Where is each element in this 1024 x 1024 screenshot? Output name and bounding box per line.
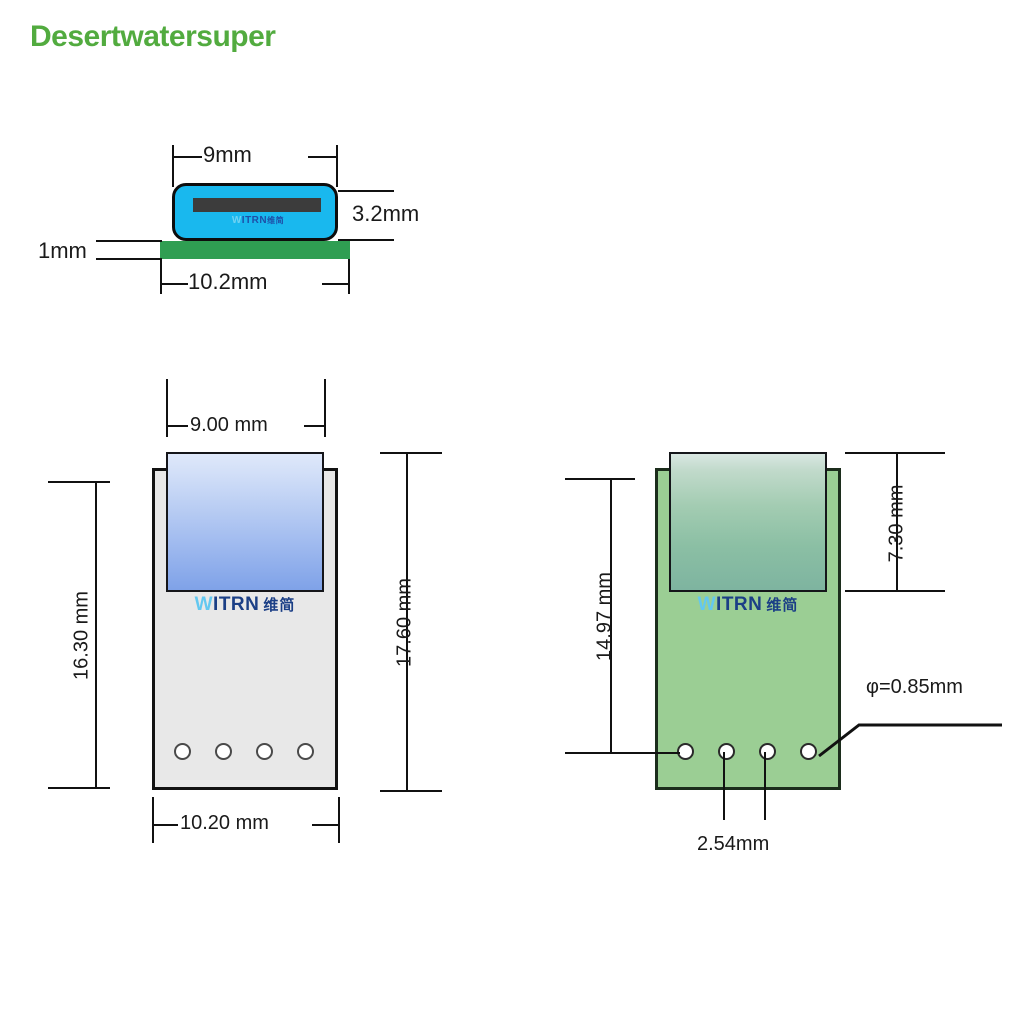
green-dim-2p54mm: 2.54mm: [697, 833, 770, 855]
hole-diameter-leader-line: [818, 723, 1002, 758]
blue-dim-17p6mm: 17.60 mm: [393, 578, 416, 667]
pad-hole-2: [718, 743, 735, 760]
side-usb-slot: [193, 198, 321, 212]
pad-hole-2: [215, 743, 232, 760]
green-7p3mm-dimline: [896, 452, 898, 590]
logo-cn-glyph: 维简: [267, 216, 285, 225]
blue-9mm-arrow-right: [304, 425, 326, 427]
blue-display-screen: [166, 452, 324, 592]
blue-dim-9mm: 9.00 mm: [190, 414, 268, 436]
side-10p2mm-arrow-right: [322, 283, 350, 285]
blue-9mm-ext-left: [166, 379, 168, 437]
logo-itrn-glyph: ITRN: [241, 215, 268, 226]
blue-9mm-ext-right: [324, 379, 326, 437]
green-dim-7p3mm: 7.30 mm: [885, 484, 908, 563]
logo-w-glyph: W: [697, 594, 717, 615]
blue-17p6mm-dimline: [406, 452, 408, 790]
side-dim-10p2mm: 10.2mm: [188, 269, 268, 294]
side-3p2mm-ext-bottom: [338, 239, 394, 241]
blue-17p6mm-ext-top: [380, 452, 442, 454]
side-1mm-ext-top: [96, 240, 162, 242]
pad-hole-3: [759, 743, 776, 760]
pad-hole-4: [800, 743, 817, 760]
side-10p2mm-arrow-left: [160, 283, 188, 285]
blue-17p6mm-ext-bottom: [380, 790, 442, 792]
blue-10p2mm-arrow-right: [312, 824, 338, 826]
side-profile-view: 9mm WITRN维简 3.2mm 1mm 10.2mm: [0, 0, 480, 330]
side-1mm-ext-bottom: [96, 258, 162, 260]
green-7p3mm-ext-bottom: [845, 590, 945, 592]
side-dim-9mm: 9mm: [203, 142, 252, 167]
green-dim-14p97mm: 14.97 mm: [593, 572, 616, 661]
side-10p2mm-ext-left: [160, 259, 162, 294]
blue-16p3mm-ext-bottom: [48, 787, 110, 789]
side-9mm-arrow-left: [172, 156, 202, 158]
logo-itrn-glyph: ITRN: [213, 594, 260, 615]
logo-w-glyph: W: [231, 215, 242, 226]
side-brand-logo: WITRN维简: [205, 216, 311, 226]
green-dim-hole-diameter: φ=0.85mm: [866, 676, 963, 698]
side-dim-3p2mm: 3.2mm: [352, 201, 420, 226]
pad-hole-4: [297, 743, 314, 760]
green-2p54mm-leader-left: [723, 752, 725, 820]
side-10p2mm-ext-right: [348, 259, 350, 294]
side-dim-1mm: 1mm: [38, 238, 87, 263]
watermark-text: Desertwatersuper: [30, 20, 276, 53]
green-2p54mm-leader-right: [764, 752, 766, 820]
side-pcb-base: [160, 241, 350, 259]
blue-dim-16p3mm: 16.30 mm: [70, 591, 93, 680]
logo-cn-glyph: 维简: [766, 596, 799, 614]
side-3p2mm-ext-top: [338, 190, 394, 192]
blue-10p2mm-arrow-left: [152, 824, 178, 826]
green-14p97mm-ext-top: [565, 478, 635, 480]
logo-cn-glyph: 维简: [263, 596, 296, 614]
logo-itrn-glyph: ITRN: [716, 594, 763, 615]
green-display-screen: [669, 452, 827, 592]
pad-hole-3: [256, 743, 273, 760]
blue-16p3mm-ext-top: [48, 481, 110, 483]
pad-hole-1: [174, 743, 191, 760]
logo-w-glyph: W: [194, 594, 214, 615]
side-device-body: WITRN维简: [172, 183, 338, 241]
pad-hole-1: [677, 743, 694, 760]
green-14p97mm-ext-bottom: [565, 752, 680, 754]
blue-16p3mm-dimline: [95, 481, 97, 787]
blue-10p2mm-ext-right: [338, 797, 340, 843]
blue-dim-10p2mm: 10.20 mm: [180, 812, 269, 834]
green-14p97mm-dimline: [610, 478, 612, 752]
green-7p3mm-ext-top: [845, 452, 945, 454]
side-9mm-ext-right: [336, 145, 338, 187]
blue-9mm-arrow-left: [166, 425, 188, 427]
side-9mm-arrow-right: [308, 156, 338, 158]
side-9mm-ext-left: [172, 145, 174, 187]
blue-10p2mm-ext-left: [152, 797, 154, 843]
